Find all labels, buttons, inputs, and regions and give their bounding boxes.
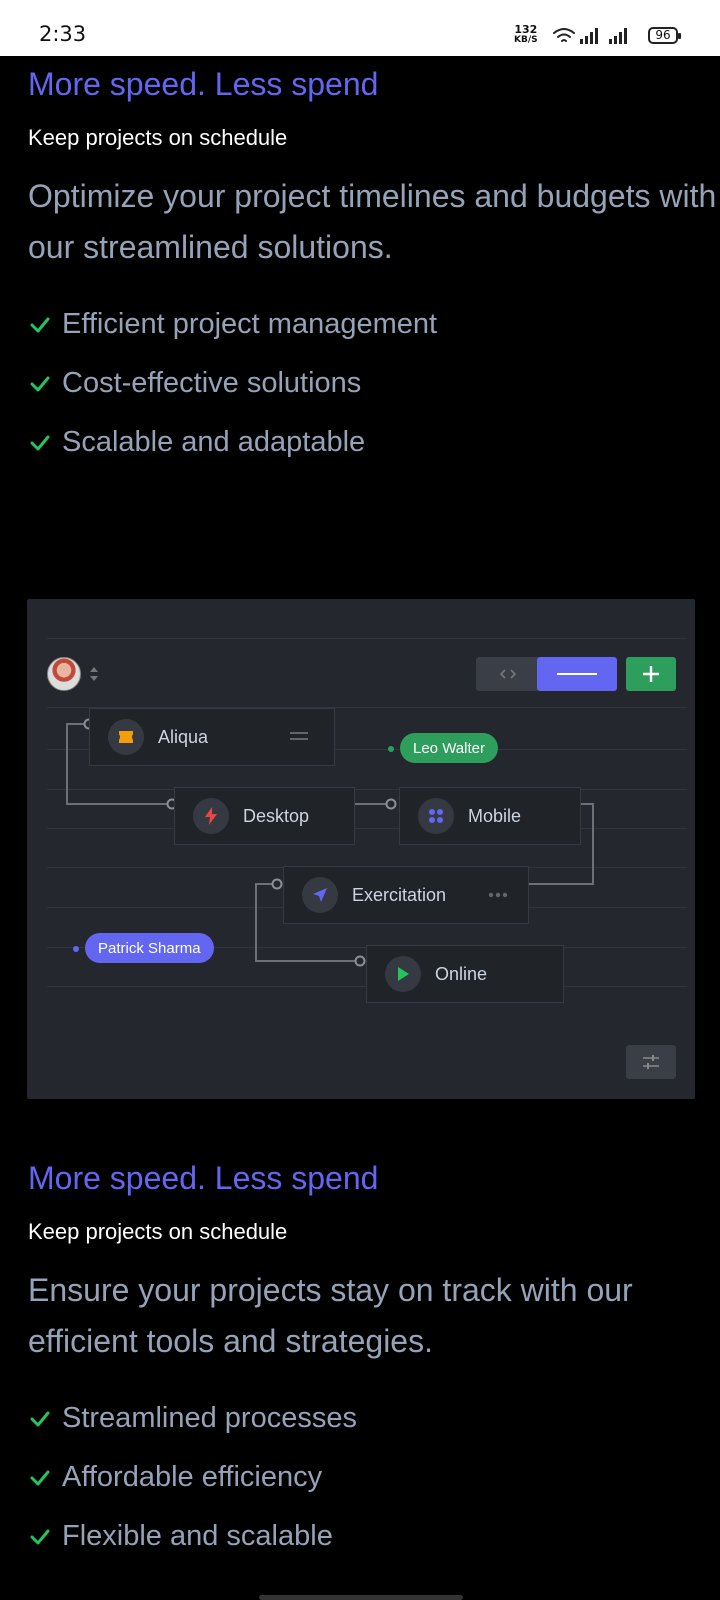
section-lead: Ensure your projects stay on track with … [28,1272,633,1359]
node-label: Online [435,963,488,984]
tag-dot [388,746,394,752]
feature-item: Streamlined processes [28,1389,708,1448]
grid-dots-icon [418,798,454,834]
minus-icon [557,673,597,675]
feature-list: Streamlined processes Affordable efficie… [28,1389,708,1566]
bolt-icon [193,798,229,834]
grid-line [47,749,687,750]
avatar[interactable] [47,657,81,691]
section-lead: Optimize your project timelines and budg… [28,178,717,265]
grid-line [47,828,687,829]
section-heading: More speed. Less spend [28,66,379,102]
drag-handle-icon[interactable] [290,729,308,743]
user-tag-patrick-sharma: Patrick Sharma [85,933,214,963]
code-icon [500,669,516,679]
feature-section-2: More speed. Less spend Keep projects on … [28,1160,708,1566]
workflow-node-aliqua[interactable]: Aliqua [89,708,335,766]
feature-text: Efficient project management [62,308,438,340]
settings-button[interactable] [626,1045,676,1079]
workflow-node-online[interactable]: Online [366,945,564,1003]
feature-section-1: More speed. Less spend Keep projects on … [28,66,716,472]
feature-item: Scalable and adaptable [28,413,708,472]
node-label: Desktop [243,805,310,826]
workflow-node-desktop[interactable]: Desktop [174,787,355,845]
more-icon[interactable] [488,887,508,901]
feature-text: Affordable efficiency [62,1461,323,1493]
feature-item: Cost-effective solutions [28,354,708,413]
feature-item: Affordable efficiency [28,1448,708,1507]
network-speed: 132 KB/S [514,24,538,46]
section-heading: More speed. Less spend [28,1160,379,1196]
add-button[interactable] [626,657,676,691]
battery-icon: 96 [648,27,681,44]
check-icon [30,1529,50,1544]
check-icon [30,317,50,332]
check-icon [30,1411,50,1426]
network-speed-unit: KB/S [514,35,538,45]
section-subheading: Keep projects on schedule [28,1219,288,1244]
wifi-icon [553,28,575,42]
cell-signal-icon-1 [580,28,598,44]
sort-icon[interactable] [89,665,99,683]
workflow-node-exercitation[interactable]: Exercitation [283,866,529,924]
feature-item: Efficient project management [28,295,708,354]
check-icon [30,376,50,391]
node-connectors [66,718,594,967]
workflow-node-mobile[interactable]: Mobile [399,787,581,845]
user-tag-leo-walter: Leo Walter [400,733,498,763]
play-icon [385,956,421,992]
cell-signal-icon-2 [609,28,627,44]
grid-line [47,789,687,790]
plus-icon [643,666,659,682]
grid-line [47,707,687,708]
node-label: Mobile [468,805,522,826]
minimize-button[interactable] [537,657,617,691]
code-button[interactable] [476,657,540,691]
feature-text: Streamlined processes [62,1402,357,1434]
node-label: Exercitation [352,884,447,905]
check-icon [30,435,50,450]
section-subheading: Keep projects on schedule [28,125,288,150]
feature-text: Scalable and adaptable [62,426,366,458]
status-time: 2:33 [39,22,87,46]
workflow-illustration: Aliqua Desktop Mobile Exercitation Onlin… [27,599,695,1099]
feature-text: Cost-effective solutions [62,367,362,399]
sliders-icon [643,1055,659,1069]
navigation-arrow-icon [302,877,338,913]
check-icon [30,1470,50,1485]
status-bar: 2:33 132 KB/S 96 [0,0,720,56]
feature-item: Flexible and scalable [28,1507,708,1566]
grid-line [47,638,687,639]
node-label: Aliqua [158,726,209,747]
ticket-icon [108,719,144,755]
network-speed-value: 132 [514,23,538,36]
home-indicator[interactable] [259,1595,463,1600]
signal-icons [553,28,627,44]
feature-text: Flexible and scalable [62,1520,333,1552]
tag-dot [73,946,79,952]
feature-list: Efficient project management Cost-effect… [28,295,708,472]
